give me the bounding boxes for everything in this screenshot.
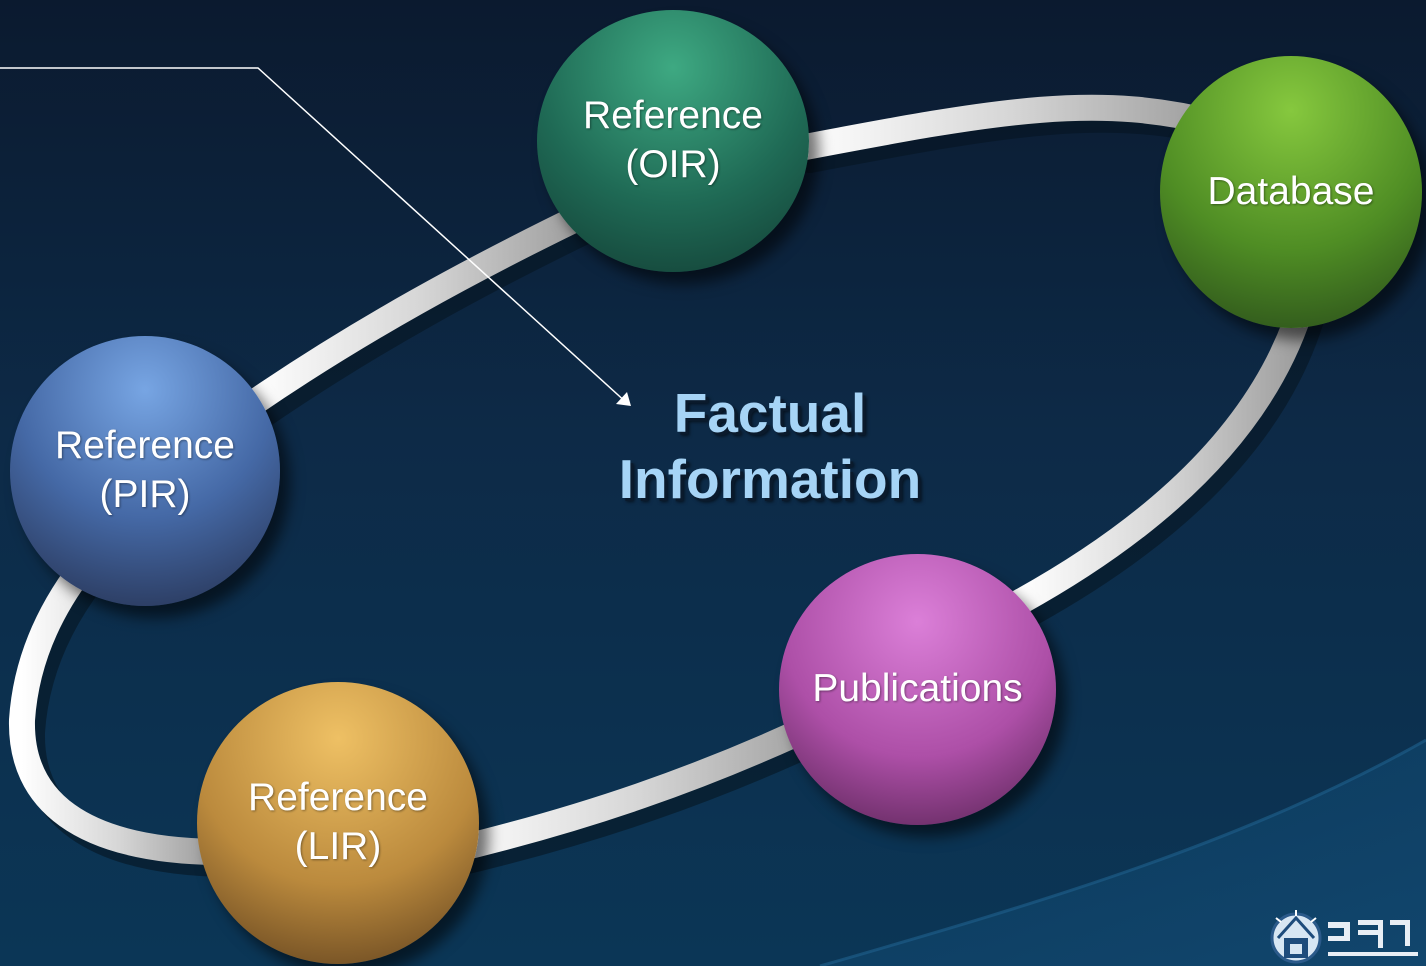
node-reference-oir[interactable]: Reference (OIR) xyxy=(537,10,809,272)
connector-ring xyxy=(8,94,1319,865)
ring-segment-lir-pir xyxy=(8,555,229,865)
background-swoosh xyxy=(820,740,1426,966)
library-emblem-icon xyxy=(1266,908,1426,966)
node-reference-pir-label: Reference (PIR) xyxy=(55,424,235,516)
emblem-wordmark xyxy=(1328,920,1418,956)
node-database[interactable]: Database xyxy=(1160,56,1422,328)
node-reference-oir-label: Reference (OIR) xyxy=(583,94,763,186)
node-publications[interactable]: Publications xyxy=(779,554,1056,825)
node-reference-lir-label: Reference (LIR) xyxy=(248,776,428,868)
background-swoosh-edge xyxy=(819,738,1426,966)
ring-segment-pir-oir xyxy=(239,199,603,417)
node-database-label: Database xyxy=(1207,169,1375,213)
emblem-mark xyxy=(1270,910,1322,964)
ring-segment-database-publications xyxy=(1007,277,1319,615)
ring-segment-oir-database xyxy=(787,94,1235,161)
ring-segment-publications-lir xyxy=(432,703,847,865)
center-title: Factual Information xyxy=(530,380,1010,512)
node-reference-pir[interactable]: Reference (PIR) xyxy=(10,336,280,606)
node-reference-lir[interactable]: Reference (LIR) xyxy=(197,682,479,964)
center-title-line2: Information xyxy=(618,448,922,510)
node-publications-label: Publications xyxy=(812,667,1023,711)
callout-arrow xyxy=(0,67,631,406)
center-title-line1: Factual xyxy=(673,382,867,444)
